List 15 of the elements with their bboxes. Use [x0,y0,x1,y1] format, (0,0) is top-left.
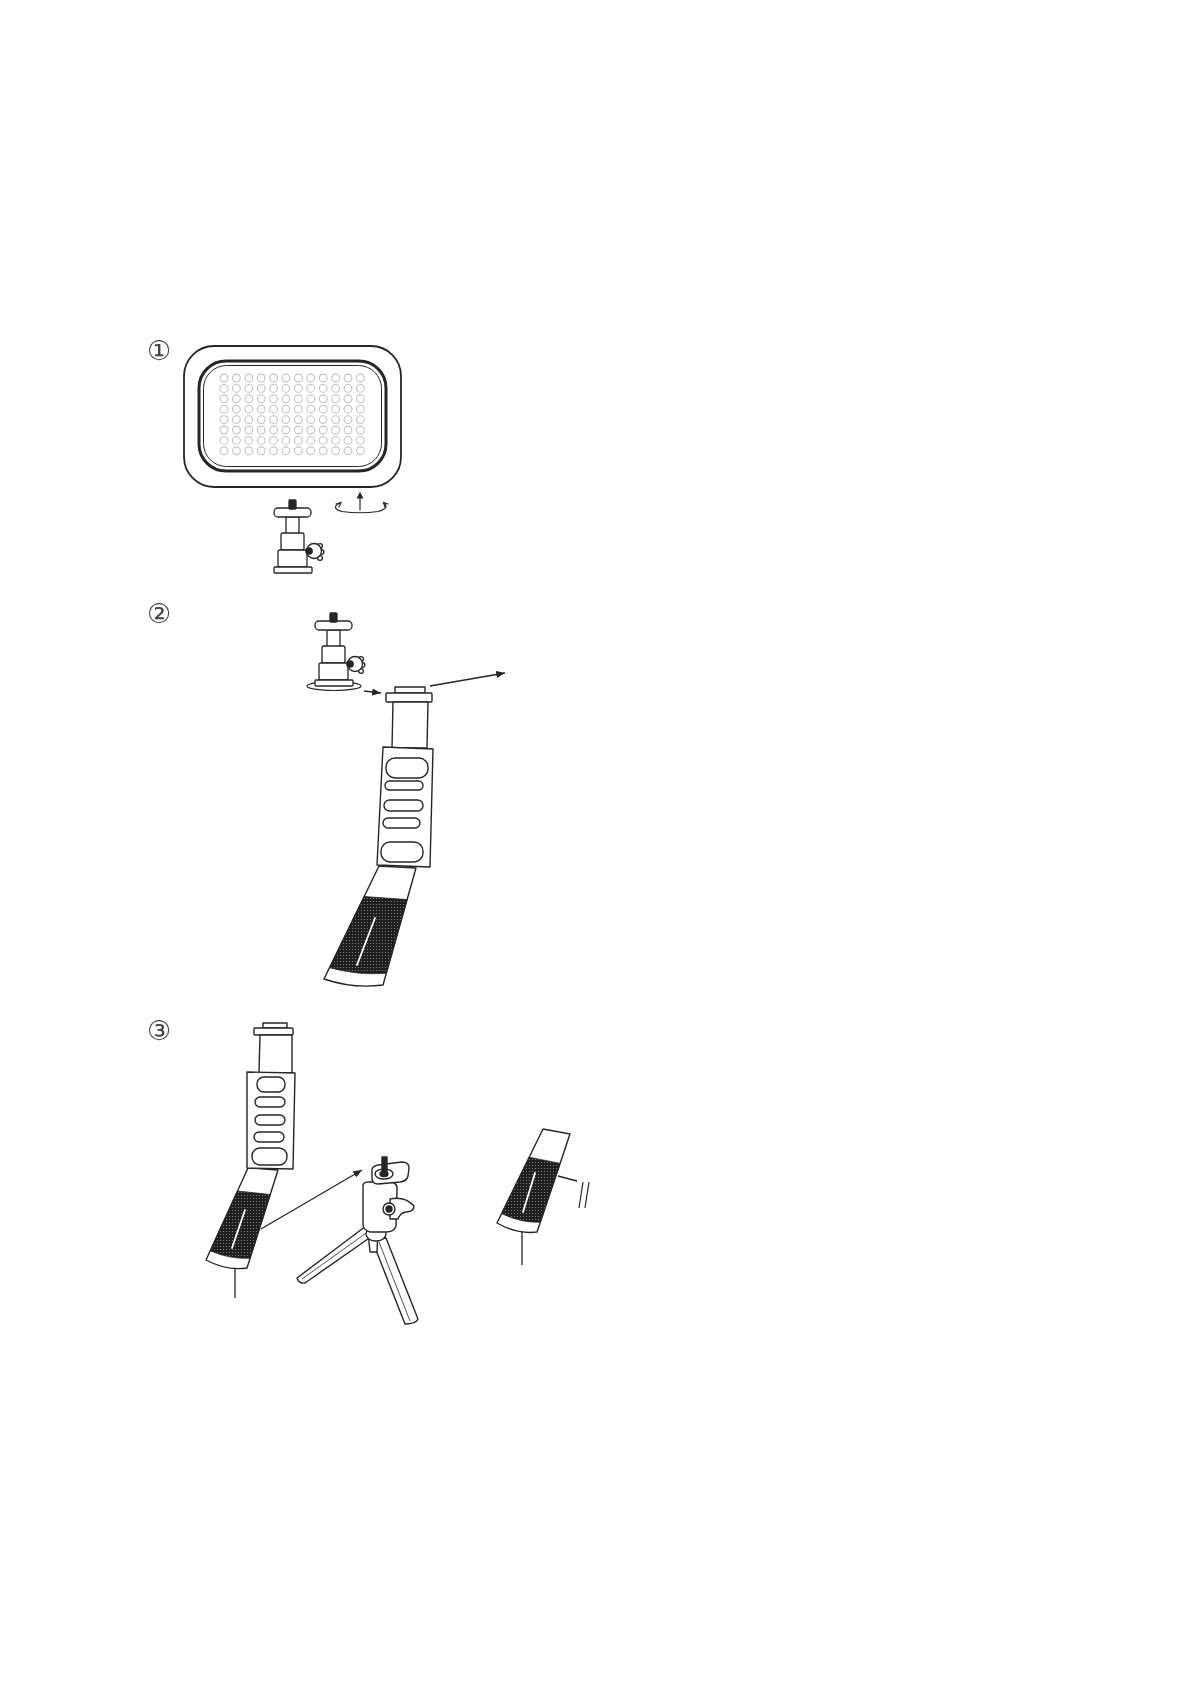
arrow [260,1169,363,1230]
step-number: ② [147,600,172,627]
leader-line [521,1230,523,1266]
grip-end-drawing [495,1127,572,1235]
step-number: ① [147,337,172,364]
leader-line [557,1175,578,1182]
ball-head-mount-drawing [306,612,366,694]
arrow [363,688,382,696]
step-number: ③ [147,1017,172,1044]
mini-tripod-drawing [295,1155,419,1325]
arrow [429,671,506,687]
leader-line [234,1267,236,1299]
ball-head-mount-drawing [273,499,325,575]
led-panel-drawing [182,344,403,489]
hand-grip-drawing [203,1021,297,1272]
